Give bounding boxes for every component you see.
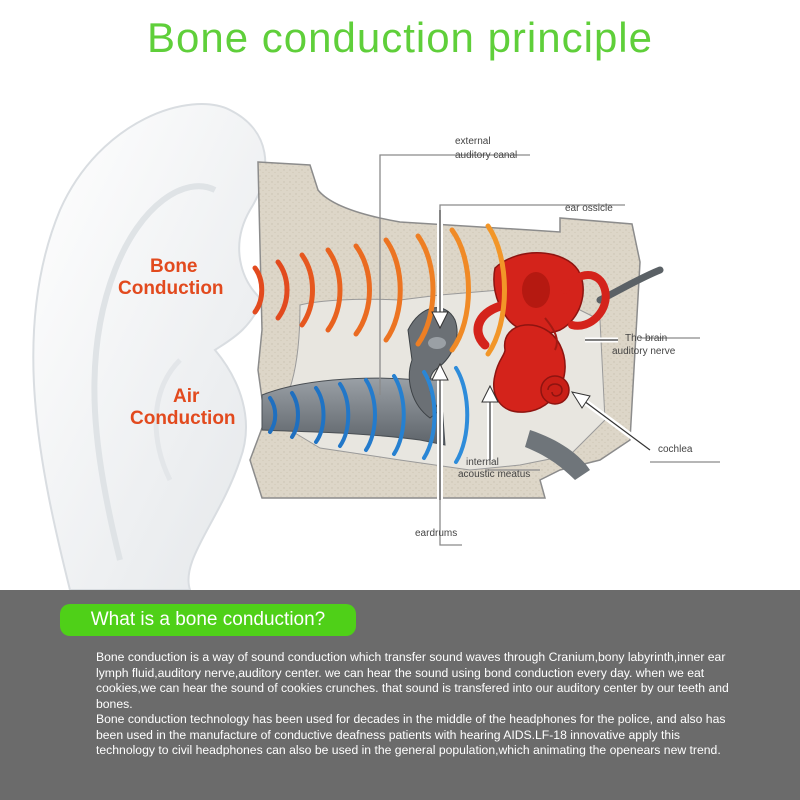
sound-wave-icon: [252, 265, 265, 315]
cochlea-illustration: [473, 252, 610, 413]
sound-wave-icon: [392, 374, 406, 456]
sound-wave-icon: [364, 378, 377, 452]
label-internal-acoustic-meatus: internal: [466, 457, 499, 468]
sound-wave-icon: [338, 382, 351, 448]
description-paragraph: Bone conduction is a way of sound conduc…: [96, 650, 729, 711]
sound-wave-icon: [290, 391, 300, 439]
sound-wave-icon: [449, 227, 471, 353]
section-heading: What is a bone conduction?: [90, 609, 326, 630]
ear-canal: [261, 266, 664, 480]
sound-wave-icon: [353, 243, 372, 337]
label-external-auditory-canal: auditory canal: [455, 150, 517, 161]
sound-wave-icon: [314, 386, 326, 444]
label-air-conduction: Conduction: [130, 408, 236, 429]
label-internal-acoustic-meatus: acoustic meatus: [458, 469, 530, 480]
ear-diagram: external auditory canal ear ossicle The …: [32, 103, 720, 590]
sound-wave-icon: [325, 247, 343, 333]
sound-wave-icon: [415, 233, 436, 347]
label-bone-conduction: Bone: [150, 256, 198, 277]
sound-wave-icon: [422, 370, 437, 460]
label-eardrums: eardrums: [415, 528, 457, 539]
ear-illustration: [32, 103, 267, 590]
bone-conduction-waves: [252, 223, 507, 357]
sound-wave-icon: [383, 237, 403, 343]
sound-wave-icon: [268, 396, 278, 434]
label-cochlea: cochlea: [658, 444, 693, 455]
sound-wave-icon: [485, 223, 507, 357]
label-brain-auditory-nerve: The brain: [625, 333, 667, 344]
diagram-labels: external auditory canal ear ossicle The …: [118, 136, 693, 539]
label-external-auditory-canal: external: [455, 136, 491, 147]
ossicle-illustration: [407, 307, 458, 419]
sound-wave-icon: [275, 259, 290, 321]
label-air-conduction: Air: [173, 386, 200, 407]
pointer-arrow-icon: [481, 384, 499, 460]
label-brain-auditory-nerve: auditory nerve: [612, 346, 676, 357]
section-description: Bone conduction is a way of sound conduc…: [96, 650, 736, 759]
pointer-arrow-icon: [431, 362, 449, 500]
pointer-arrows: [431, 210, 652, 500]
label-bone-conduction: Conduction: [118, 278, 224, 299]
sound-wave-icon: [299, 252, 315, 328]
label-ear-ossicle: ear ossicle: [565, 203, 613, 214]
air-conduction-waves: [268, 366, 470, 464]
sound-wave-icon: [454, 366, 470, 464]
description-paragraph: Bone conduction technology has been used…: [96, 712, 726, 757]
page-title: Bone conduction principle: [147, 14, 653, 61]
section-heading-pill: What is a bone conduction?: [60, 604, 356, 636]
pointer-arrow-icon: [570, 391, 652, 453]
pointer-arrow-icon: [431, 210, 449, 330]
